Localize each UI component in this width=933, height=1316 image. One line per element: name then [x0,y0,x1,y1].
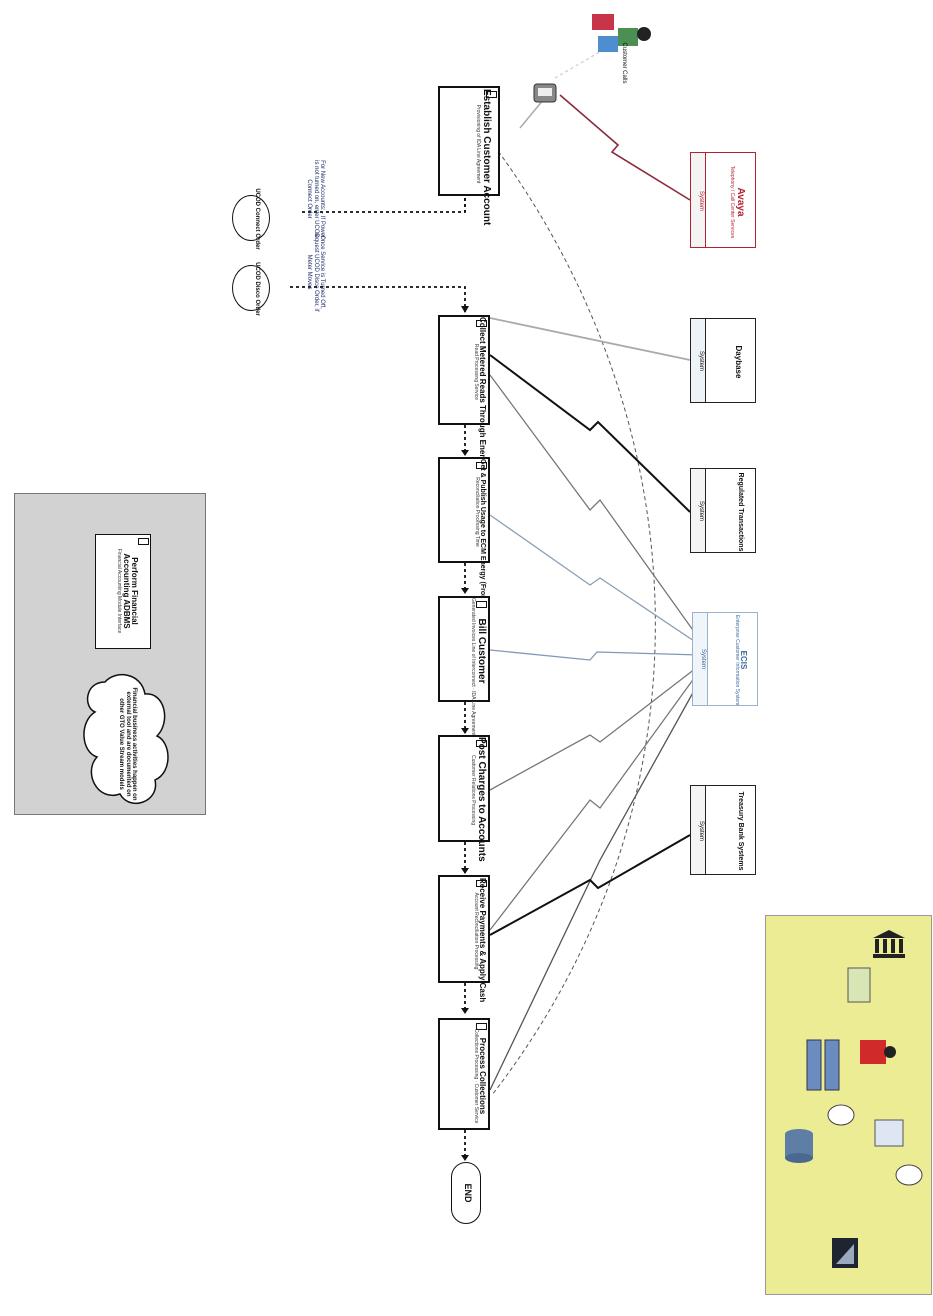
step-subtitle: Read Processing Service [472,317,477,427]
step-title: Post Charges to Accounts [476,737,487,843]
bank-icon [871,928,907,960]
step-subtitle: Collections Processing · Customer Servic… [472,1021,477,1131]
document-icon [830,1236,860,1270]
tab-marker [138,538,149,545]
step-publish-usage[interactable]: Get & Publish Usage to ECM Energy (From … [438,457,490,563]
disco-order-circle: UCOD Disco Order [232,265,270,311]
ecis-connectors [490,375,700,1090]
step-title: Get & Publish Usage to ECM Energy (From … [479,459,486,565]
step-title: Receive Payments & Apply Cash [478,878,486,984]
step-collect-reads[interactable]: Collect Metered Reads Through Energy Sup… [438,315,490,425]
server-icon [801,1036,847,1096]
phone-icon [530,78,560,108]
step-bill-customer[interactable]: Bill Customer Generated Invoices Line of… [438,596,490,702]
legend-panel [765,915,932,1295]
step-receive-payments[interactable]: Receive Payments & Apply Cash Account Re… [438,875,490,983]
cloud-icon [826,1101,856,1129]
step-subtitle: Generated Invoices Line of Interconnect … [470,598,475,704]
step-title: Establish Customer Account [481,89,492,199]
phone-to-avaya-connector [560,95,690,200]
document-icon [846,966,872,1004]
customer-calls-label: Customer Calls [617,33,627,93]
step-process-collections[interactable]: Process Collections Collections Processi… [438,1018,490,1130]
financial-box-title: Perform Financial Accounting ADBMS [121,535,138,647]
system-tag: System [692,155,704,247]
collect-to-daybase-connector [490,318,690,360]
cloud-icon [894,1161,924,1189]
step-title: Bill Customer [476,598,487,704]
step-title: Process Collections [478,1021,486,1131]
system-name: Avaya [735,156,746,248]
system-name: Regulated Transactions [726,472,744,552]
step-title: Collect Metered Reads Through Energy Sup… [478,317,486,427]
step-establish-account[interactable]: Establish Customer Account Provisioning … [438,86,500,196]
financial-box-subtitle: Financial Accounting Module Interface [116,535,121,647]
financial-accounting-note: Perform Financial Accounting ADBMS Finan… [14,493,206,815]
cloud-text: Financial business activities happen on … [97,684,137,804]
system-regulated-transactions[interactable]: System Regulated Transactions [690,468,756,553]
system-treasury[interactable]: System Treasury Bank Systems [690,785,756,875]
connect-order-circle: UCOD Connect Order [232,195,270,241]
step-subtitle: Provisioning of IDA Line Agreement [475,89,480,199]
system-name: Treasury Bank Systems [726,789,744,873]
system-name: Daybase [728,322,742,402]
system-avaya[interactable]: System Avaya Telephony / Call Center Ser… [690,152,756,248]
system-tag: System [692,321,704,401]
arc-connector [490,140,655,1095]
system-tag: System [694,614,706,704]
monitor-icon [871,1116,907,1156]
person-icon [858,1034,898,1070]
collect-to-regulated-connector [490,355,690,512]
system-desc: Enterprise Customer Information System [733,615,738,705]
disco-order-note: Once Service is Turned Off, request UCOD… [297,231,325,313]
step-post-charges[interactable]: Post Charges to Accounts Customer Relati… [438,735,490,842]
step-subtitle: Reconciliation Processing Time [473,459,478,565]
system-daybase[interactable]: System Daybase [690,318,756,403]
financial-accounting-box[interactable]: Perform Financial Accounting ADBMS Finan… [95,534,151,649]
system-tag: System [692,789,704,873]
system-ecis[interactable]: System ECIS Enterprise Customer Informat… [692,612,758,706]
system-name: ECIS [739,615,747,705]
step-subtitle: Account Reconciliation Processing [472,878,477,984]
system-tag: System [692,471,704,551]
end-terminal: END [451,1162,481,1224]
database-icon [781,1126,817,1166]
system-desc: Telephony / Call Center Services [729,156,734,248]
payments-to-treasury-connector [490,835,690,935]
connect-order-note: For New Accounts: - If Power is not turn… [297,158,325,240]
